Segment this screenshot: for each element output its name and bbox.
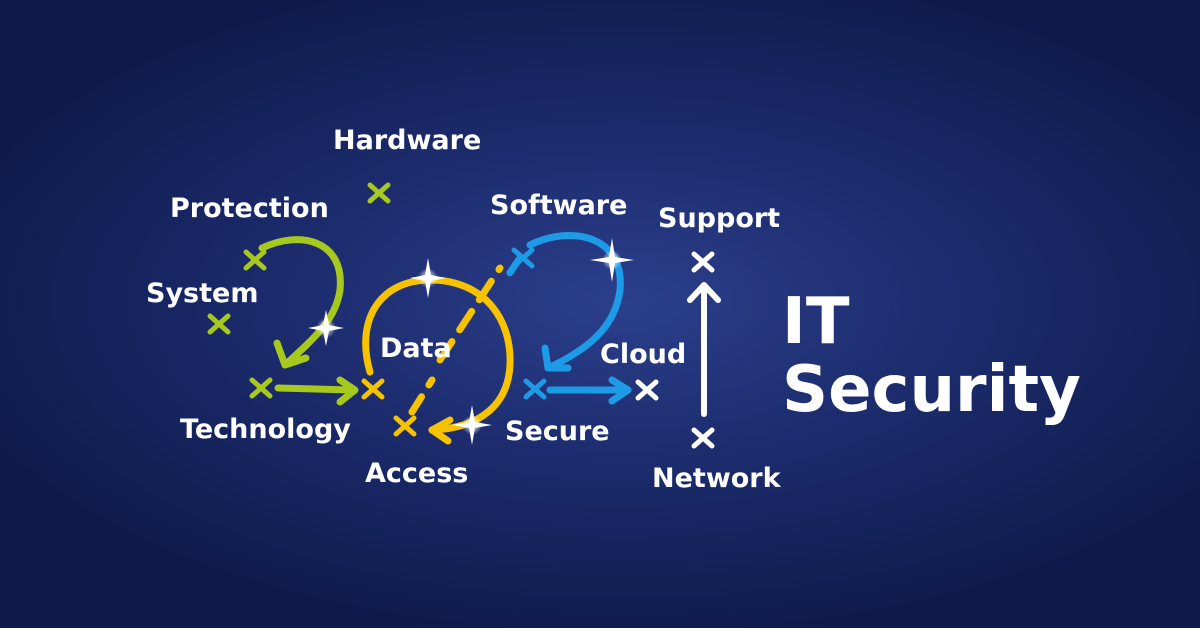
sparkle-icon xyxy=(308,310,344,346)
word-secure: Secure xyxy=(505,416,610,447)
word-network: Network xyxy=(652,463,781,494)
x-mark-icon xyxy=(691,251,715,273)
word-access: Access xyxy=(365,458,469,489)
word-hardware: Hardware xyxy=(333,125,482,156)
x-mark-icon xyxy=(691,427,715,449)
digit-2-green xyxy=(258,236,359,406)
x-mark-icon xyxy=(243,249,267,271)
x-mark-icon xyxy=(635,379,659,401)
digit-1-white xyxy=(687,282,721,417)
word-cloud: Cloud xyxy=(600,339,687,370)
word-technology: Technology xyxy=(180,414,351,445)
title-line-2: Security xyxy=(782,353,1081,427)
sparkle-icon xyxy=(452,405,492,445)
x-mark-icon xyxy=(367,182,391,204)
word-protection: Protection xyxy=(170,193,329,224)
word-system: System xyxy=(146,278,259,309)
sparkle-icon xyxy=(410,258,446,298)
title-line-1: IT xyxy=(782,285,850,359)
word-software: Software xyxy=(490,190,628,221)
word-data: Data xyxy=(380,333,452,364)
word-support: Support xyxy=(658,203,781,234)
x-mark-icon xyxy=(393,415,417,437)
digit-0-yellow xyxy=(362,264,514,445)
x-mark-icon xyxy=(523,378,547,400)
x-mark-icon xyxy=(207,313,231,335)
x-mark-icon xyxy=(511,247,535,269)
x-mark-icon xyxy=(361,378,385,400)
x-mark-icon xyxy=(249,377,273,399)
sparkle-icon xyxy=(590,238,634,282)
